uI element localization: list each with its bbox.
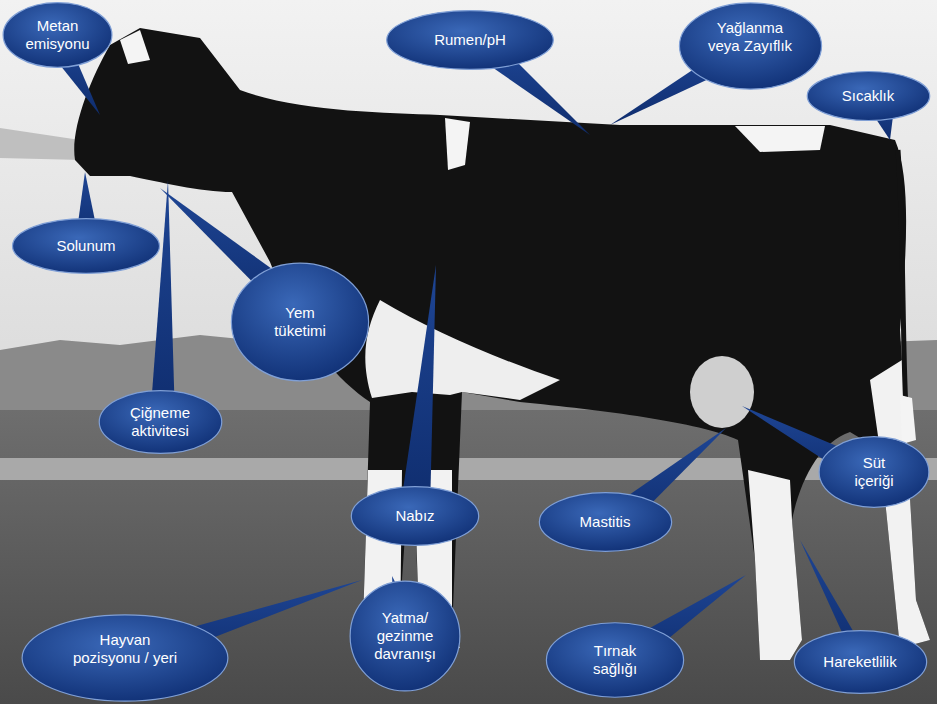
bubble-label: Solunum: [56, 237, 115, 255]
callout-bubble: Çiğneme aktivitesi: [98, 390, 223, 454]
bubble-ellipse: [679, 3, 821, 89]
rump-patch: [735, 126, 825, 152]
callout-bubble: Yem tüketimi: [230, 262, 370, 382]
bubble-label: Süt içeriği: [844, 454, 904, 490]
bubble-ellipse: [351, 487, 478, 546]
bubble-label: Yağlanma veya Zayıflık: [700, 19, 800, 55]
callout-bubble: Rumen/pH: [385, 10, 555, 70]
shoulder-patch: [445, 118, 470, 170]
bubble-label: Yem tüketimi: [261, 304, 339, 340]
bubble-ellipse: [819, 437, 929, 508]
callout-bubble: Nabız: [350, 486, 480, 546]
bubble-label: Hareketlilik: [823, 653, 896, 671]
callout-bubble: Yatma/ gezinme davranışı: [349, 580, 461, 692]
callout-bubble: Süt içeriği: [818, 436, 930, 508]
bubble-ellipse: [99, 391, 222, 454]
hind-leg-white: [748, 470, 802, 660]
callout-bubble: Sıcaklık: [806, 71, 931, 121]
bubble-ellipse: [539, 493, 671, 552]
bubble-ellipse: [546, 623, 683, 697]
bubble-ellipse: [3, 3, 112, 68]
bubble-label: Nabız: [395, 507, 434, 525]
bubble-label: Hayvan pozisyonu / yeri: [64, 631, 186, 667]
callout-bubble: Hareketlilik: [793, 630, 928, 694]
callout-bubble: Yağlanma veya Zayıflık: [678, 2, 823, 90]
tail-switch: [900, 395, 916, 444]
bubble-ellipse: [13, 219, 160, 274]
bubble-label: Sıcaklık: [842, 87, 895, 105]
callout-bubble: Hayvan pozisyonu / yeri: [20, 614, 230, 702]
bubble-label: Yatma/ gezinme davranışı: [366, 609, 444, 663]
bubble-ellipse: [794, 631, 926, 694]
bubble-ellipse: [22, 615, 228, 701]
bubble-ellipse: [387, 11, 554, 70]
bubble-ellipse: [350, 581, 460, 691]
bubble-label: Çiğneme aktivitesi: [115, 404, 205, 440]
bubble-ellipse: [807, 72, 930, 121]
bubble-label: Metan emisyonu: [22, 17, 94, 53]
bubble-label: Rumen/pH: [434, 31, 506, 49]
bubble-label: Mastitis: [580, 513, 631, 531]
belly-patch: [365, 300, 560, 400]
callout-bubble: Solunum: [11, 218, 161, 274]
face-patch: [120, 30, 150, 64]
pointer: [150, 180, 175, 420]
bubble-pointers: [40, 40, 895, 670]
bubble-ellipse: [231, 263, 368, 381]
handler-arm: [0, 128, 82, 160]
callout-bubble: Mastitis: [538, 492, 673, 552]
cow-silhouette: [74, 28, 930, 660]
bubble-label: Tırnak sağlığı: [580, 642, 650, 678]
tail: [898, 150, 906, 410]
callout-bubble: Metan emisyonu: [2, 2, 113, 68]
pointer: [400, 265, 436, 510]
callout-bubble: Tırnak sağlığı: [545, 622, 685, 698]
udder: [690, 356, 754, 428]
